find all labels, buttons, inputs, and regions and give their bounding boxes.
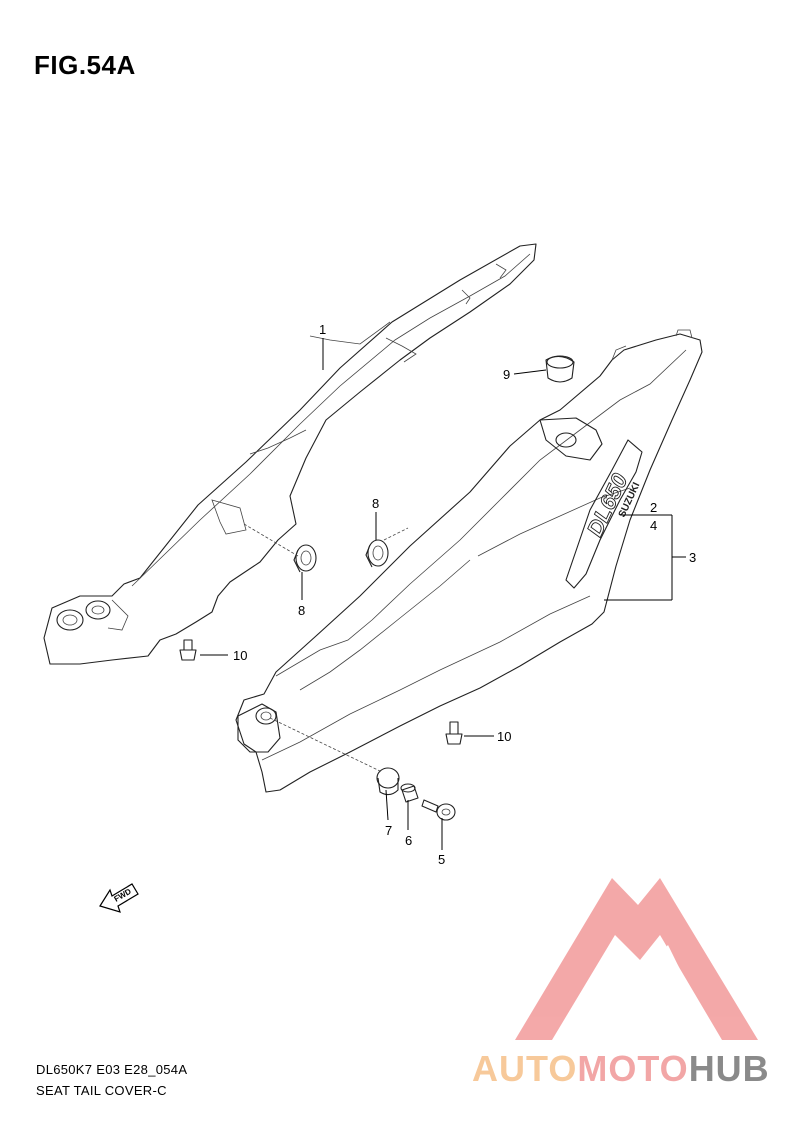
watermark-logo [515,878,758,1040]
callout-2: 2 [650,500,657,515]
callout-10-right: 10 [497,729,511,744]
watermark-moto: MOTO [577,1048,689,1089]
callout-9: 9 [503,367,510,382]
part-9-grommet [545,355,575,383]
part-6-spacer [400,783,419,803]
figure-title: FIG.54A [34,50,136,80]
part-8-cushion-left [293,544,317,573]
part-5-bolt [421,799,456,821]
watermark-hub: HUB [688,1048,770,1089]
part-8-cushion-center [365,539,389,568]
part-10-rivet-right [445,721,463,745]
forward-arrow-icon: FWD [99,883,139,913]
leader-lines [200,338,686,850]
callout-3: 3 [689,550,696,565]
callout-5: 5 [438,852,445,867]
callout-8-center: 8 [372,496,379,511]
callout-1: 1 [319,322,326,337]
callout-4: 4 [650,518,657,533]
figure-caption: SEAT TAIL COVER-C [36,1083,167,1098]
part-7-cushion [376,767,400,796]
callout-8-left: 8 [298,603,305,618]
part-3-outer-tail-cover: DL650 SUZUKI [235,329,703,793]
part-10-rivet-left [179,639,197,661]
watermark-brand: AUTOMOTOHUB [472,1048,770,1090]
model-code: DL650K7 E03 E28_054A [36,1062,188,1077]
part-1-inner-tail-cover [43,243,537,665]
callout-10-left: 10 [233,648,247,663]
callout-7: 7 [385,823,392,838]
callout-6: 6 [405,833,412,848]
watermark-auto: AUTO [472,1048,578,1089]
